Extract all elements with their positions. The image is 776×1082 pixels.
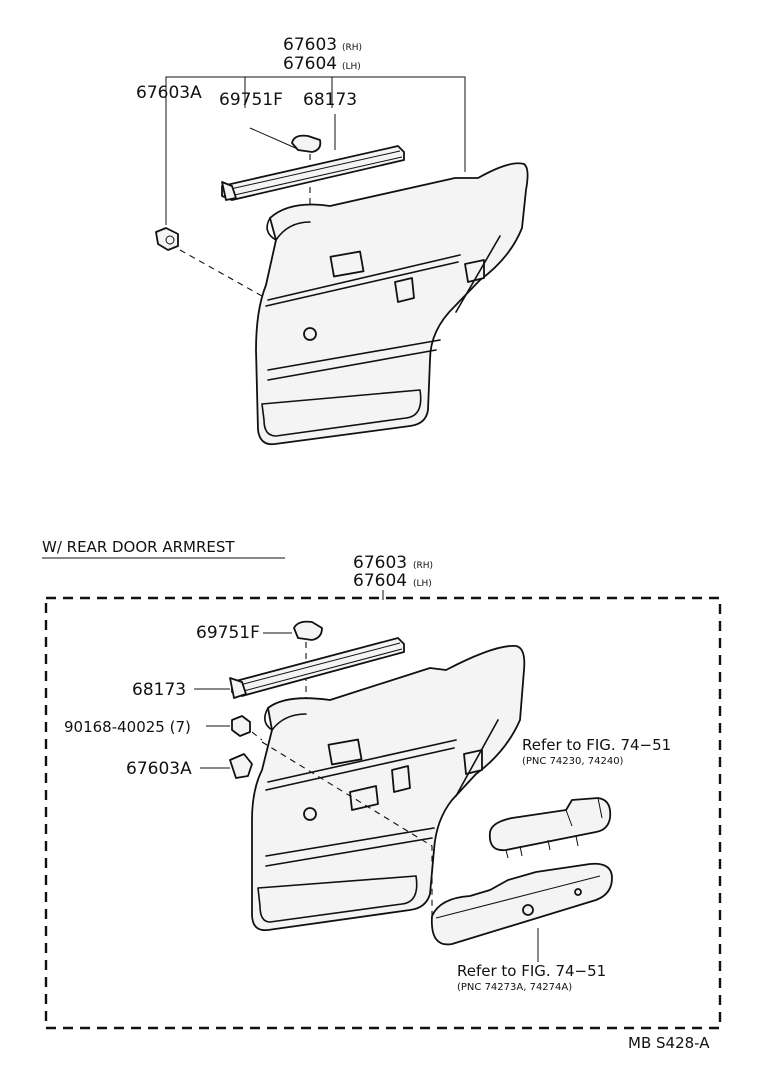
top-cushion-part bbox=[291, 134, 322, 153]
bottom-cushion-label: 69751F bbox=[196, 623, 260, 643]
top-cushion-label: 69751F bbox=[219, 90, 283, 110]
armrest-lower-part bbox=[430, 862, 613, 946]
bottom-screw-label: 90168-40025 (7) bbox=[64, 718, 191, 736]
top-clip-label: 67603A bbox=[136, 83, 202, 103]
bottom-cushion-part bbox=[293, 620, 323, 641]
top-weatherstrip-part bbox=[221, 145, 405, 201]
bottom-part-lh-number: 67604 bbox=[353, 571, 407, 591]
ref-upper-label: Refer to FIG. 74−51 bbox=[522, 736, 671, 754]
bottom-weatherstrip-label: 68173 bbox=[132, 680, 186, 700]
bottom-clip-label: 67603A bbox=[126, 759, 192, 779]
ref-lower-label: Refer to FIG. 74−51 bbox=[457, 962, 606, 980]
top-weatherstrip-label: 68173 bbox=[303, 90, 357, 110]
bottom-part-rh-suffix: (RH) bbox=[413, 561, 433, 571]
top-clip-part bbox=[155, 227, 179, 251]
bottom-part-lh-suffix: (LH) bbox=[413, 579, 432, 589]
bottom-door-trim-panel bbox=[251, 645, 526, 932]
top-view: 67603 (RH) 67604 (LH) 67603A 69751F 6817… bbox=[136, 35, 529, 446]
ref-upper-pnc: (PNC 74230, 74240) bbox=[522, 756, 624, 767]
bottom-part-rh-number: 67603 bbox=[353, 553, 407, 573]
top-part-lh-suffix: (LH) bbox=[342, 62, 361, 72]
bottom-weatherstrip-part bbox=[229, 637, 405, 699]
section-title: W/ REAR DOOR ARMREST bbox=[42, 538, 235, 556]
top-leader-bracket bbox=[165, 76, 466, 172]
top-leader-cushion bbox=[249, 127, 301, 151]
ref-lower-pnc: (PNC 74273A, 74274A) bbox=[457, 982, 572, 993]
top-clip-dashline bbox=[179, 249, 263, 297]
top-part-rh-number: 67603 bbox=[283, 35, 337, 55]
bottom-panel-dashline bbox=[261, 741, 433, 916]
bottom-screw-dashline bbox=[251, 731, 263, 741]
bottom-clip-part bbox=[229, 753, 253, 779]
top-door-trim-panel bbox=[255, 162, 529, 446]
top-part-lh-number: 67604 bbox=[283, 54, 337, 74]
armrest-frame bbox=[44, 596, 722, 1030]
bottom-view: W/ REAR DOOR ARMREST 67603 (RH) 67604 (L… bbox=[42, 538, 722, 1030]
bottom-screw-part bbox=[231, 715, 251, 737]
top-part-rh-suffix: (RH) bbox=[342, 43, 362, 53]
armrest-upper-part bbox=[488, 797, 612, 859]
footer-code: MB S428-A bbox=[628, 1034, 710, 1052]
